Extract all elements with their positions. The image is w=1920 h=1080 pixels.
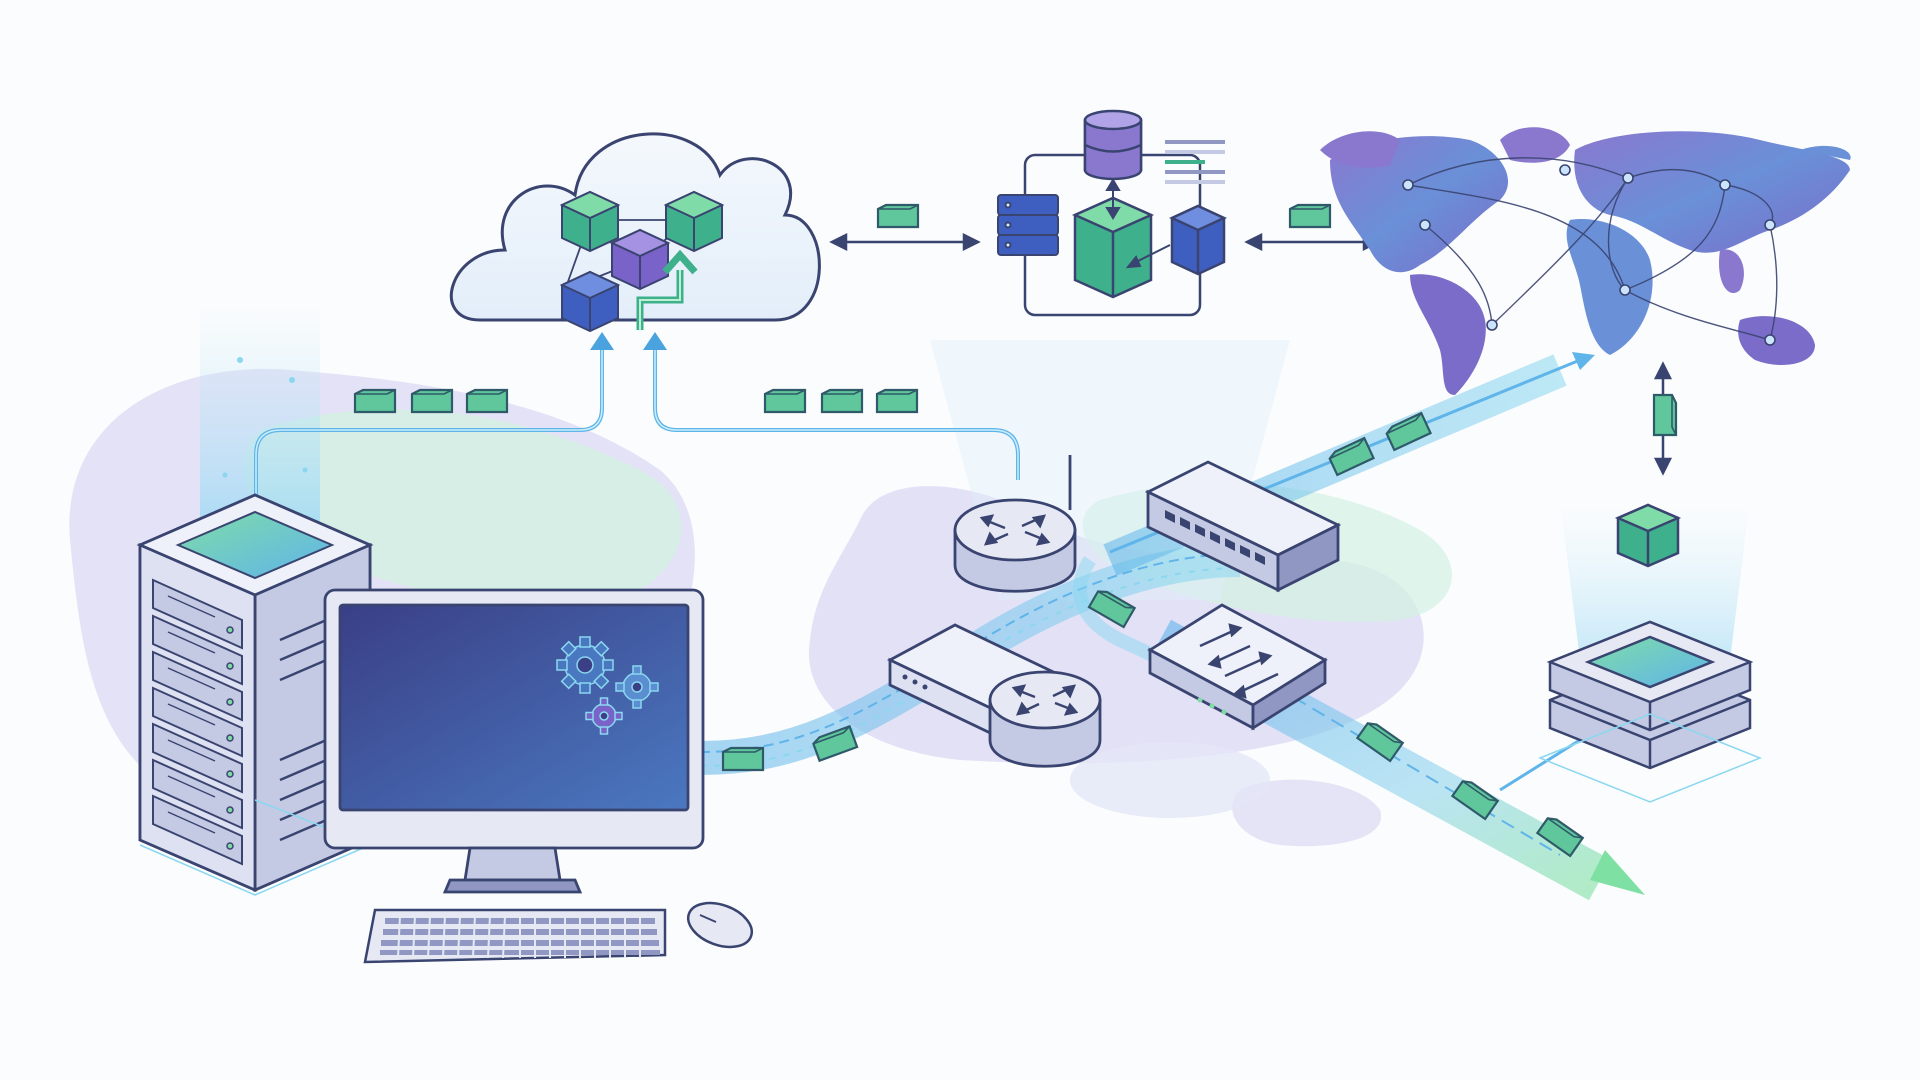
data-packet-icon	[465, 388, 509, 414]
data-packet-icon	[875, 388, 919, 414]
storage-link	[1499, 738, 1581, 792]
uplink-flows	[254, 332, 1020, 500]
data-cube-icon	[1071, 196, 1155, 299]
hub-map-link	[1244, 232, 1381, 252]
keyboard-icon	[363, 908, 667, 964]
database-hub	[997, 109, 1227, 317]
desktop-monitor-icon	[323, 588, 705, 894]
sparkles	[222, 357, 308, 478]
log-list	[1165, 140, 1225, 184]
data-packet-icon	[1288, 203, 1332, 229]
world-map-icon	[1320, 127, 1851, 395]
mouse-icon	[686, 901, 754, 949]
data-packet-icon	[410, 388, 454, 414]
server-base-glow	[139, 799, 372, 896]
database-icon	[1083, 109, 1143, 181]
data-packet-icon	[721, 746, 765, 772]
gear-icon	[615, 665, 659, 709]
gear-icon	[585, 697, 623, 735]
data-packet-icon	[820, 388, 864, 414]
storage-platform-icon	[1537, 620, 1763, 803]
data-packet-icon	[1652, 393, 1678, 437]
data-packet-icon	[763, 388, 807, 414]
data-cube-icon	[1169, 204, 1227, 276]
network-switch-icon	[1144, 460, 1342, 593]
router-icon	[886, 623, 1102, 768]
data-cube-icon	[1614, 503, 1682, 568]
data-packet-icon	[876, 203, 920, 229]
gear-icon	[556, 636, 614, 694]
network-switch-icon	[1147, 603, 1328, 731]
data-packet-icon	[353, 388, 397, 414]
cloud-icon	[450, 132, 821, 333]
server-stack-icon	[997, 194, 1059, 256]
router-icon	[953, 455, 1077, 593]
cloud-hub-link	[829, 232, 981, 252]
